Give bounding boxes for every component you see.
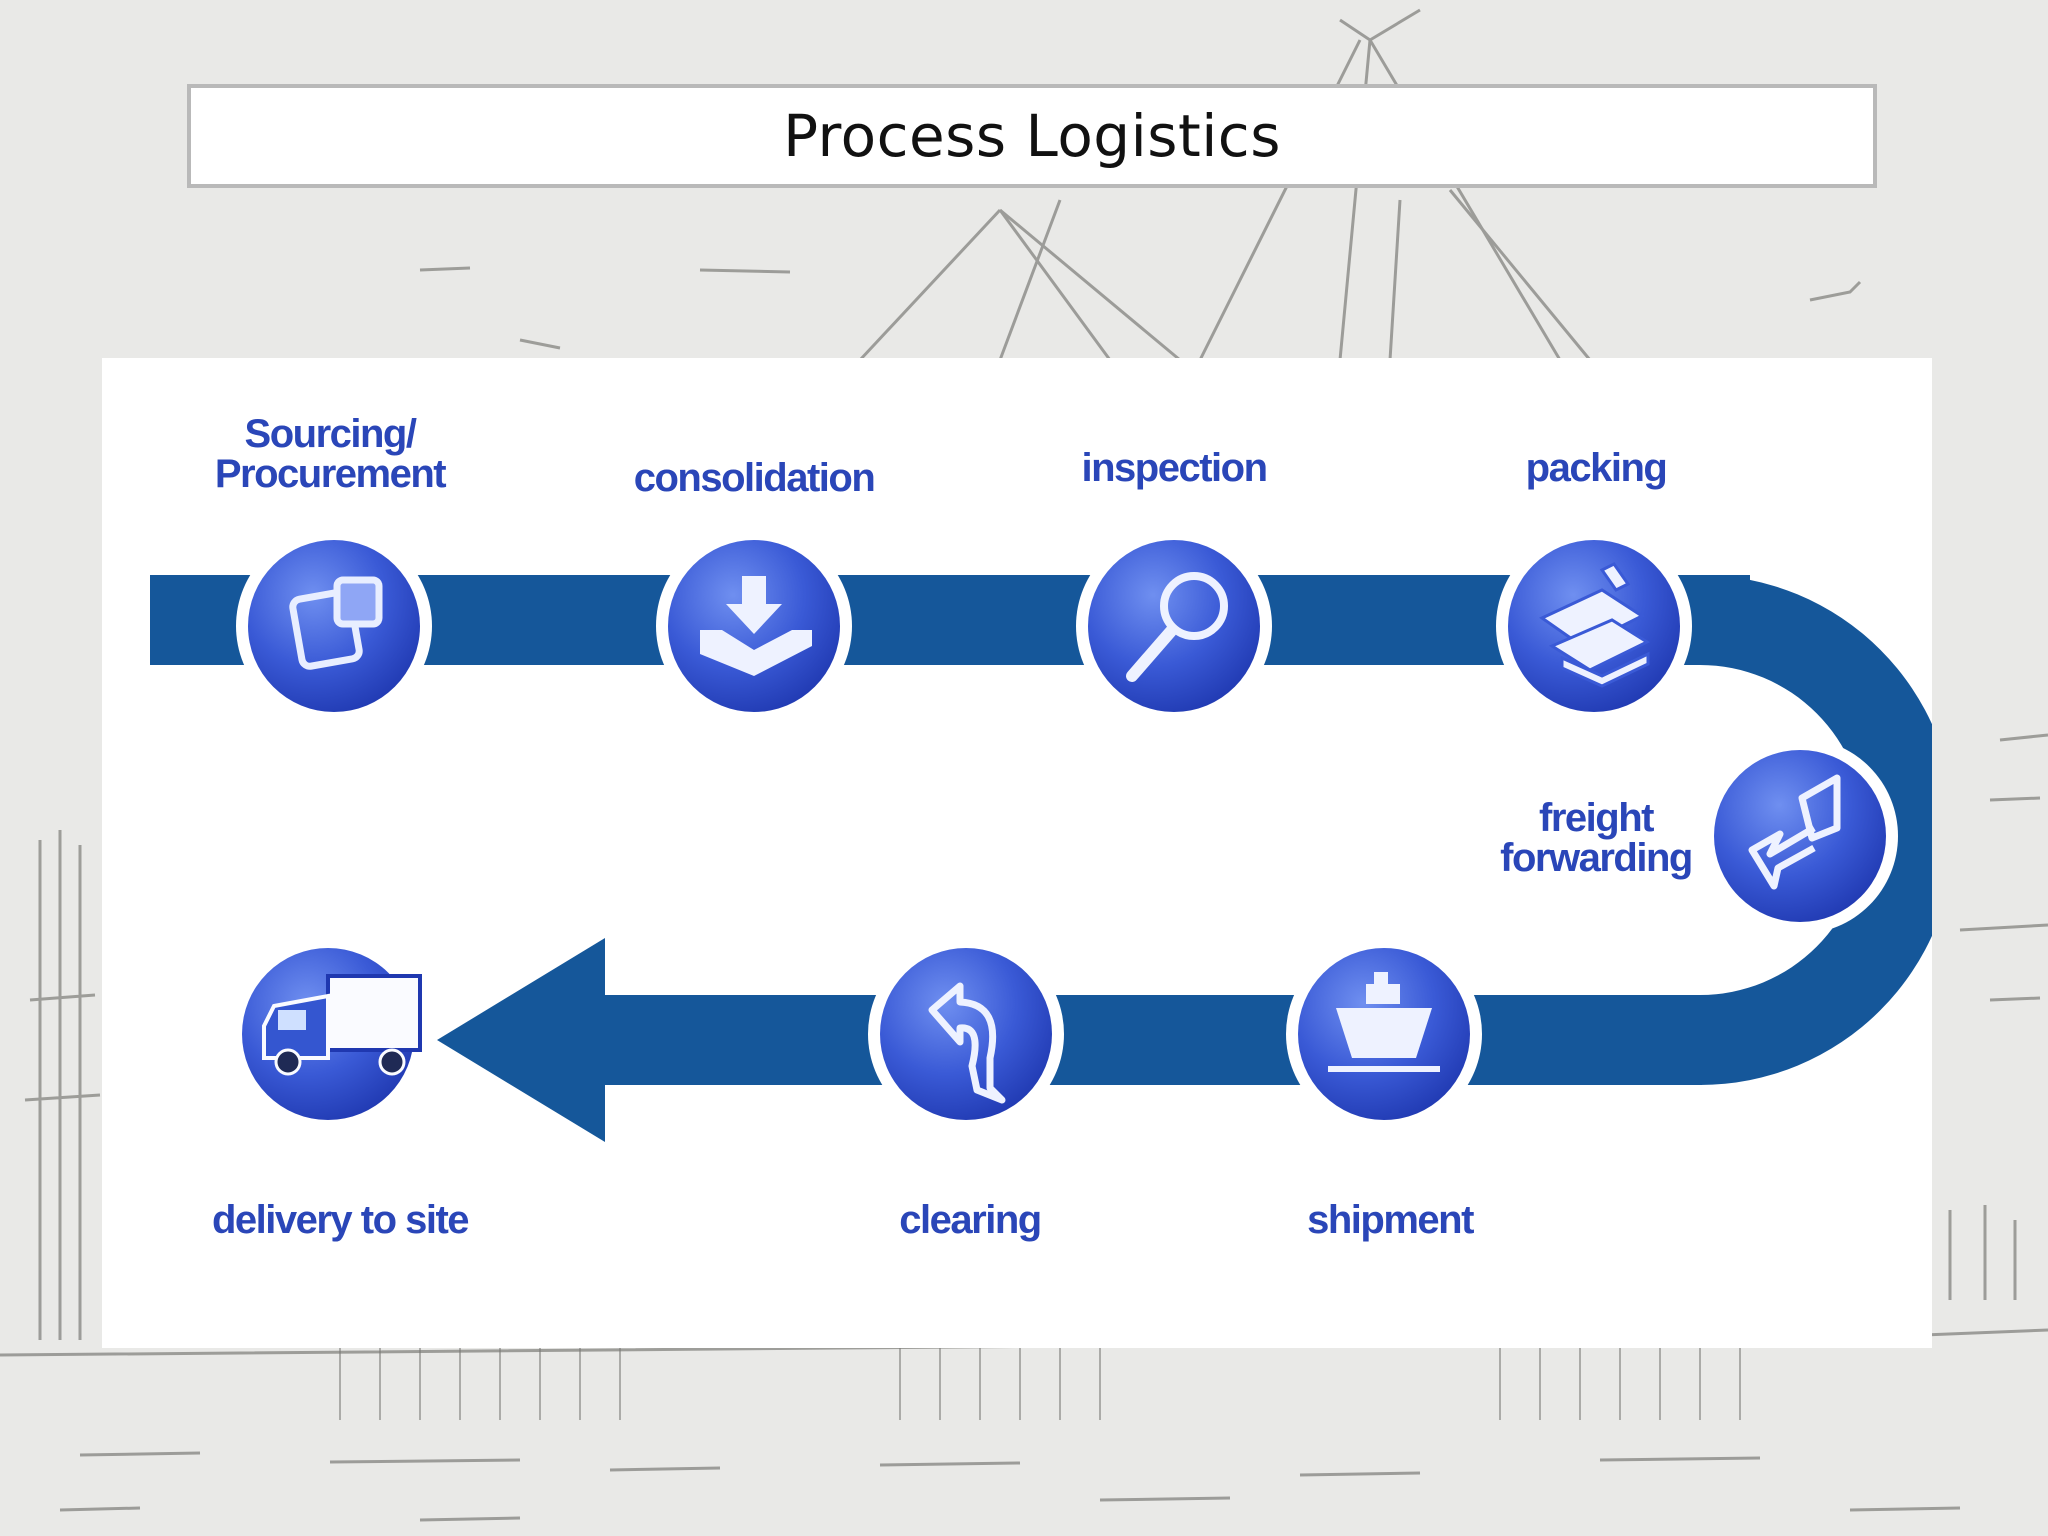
title-box: Process Logistics — [187, 84, 1877, 188]
boxes-icon — [1539, 562, 1651, 688]
step-label-shipment: shipment — [1307, 1198, 1474, 1242]
u-turn-band — [1700, 575, 1932, 1085]
page-title: Process Logistics — [783, 102, 1281, 170]
ship-icon — [1328, 972, 1440, 1072]
process-diagram: Sourcing/ Procurement consolidation insp… — [102, 358, 1932, 1348]
step-label-packing: packing — [1525, 446, 1668, 490]
step-label-inspection: inspection — [1081, 446, 1268, 490]
process-flow-graphic — [150, 528, 1932, 1142]
step-label-delivery: delivery to site — [211, 1198, 470, 1242]
step-label-consolidation: consolidation — [633, 456, 876, 500]
download-tray-icon — [700, 576, 812, 676]
step-label-sourcing: Sourcing/ Procurement — [214, 412, 447, 496]
step-circle-sourcing — [236, 528, 432, 724]
arrow-head — [437, 938, 605, 1142]
step-circle-clearing — [868, 936, 1064, 1132]
magnifier-icon — [1126, 572, 1228, 682]
return-arrow-icon — [928, 982, 1006, 1104]
devices-icon — [289, 576, 383, 670]
step-label-clearing: clearing — [899, 1198, 1042, 1242]
bottom-flow-band — [542, 995, 1702, 1085]
exchange-arrows-icon — [1748, 774, 1841, 890]
truck-icon — [262, 974, 422, 1076]
step-label-freight-forwarding: freight forwarding — [1500, 796, 1693, 880]
